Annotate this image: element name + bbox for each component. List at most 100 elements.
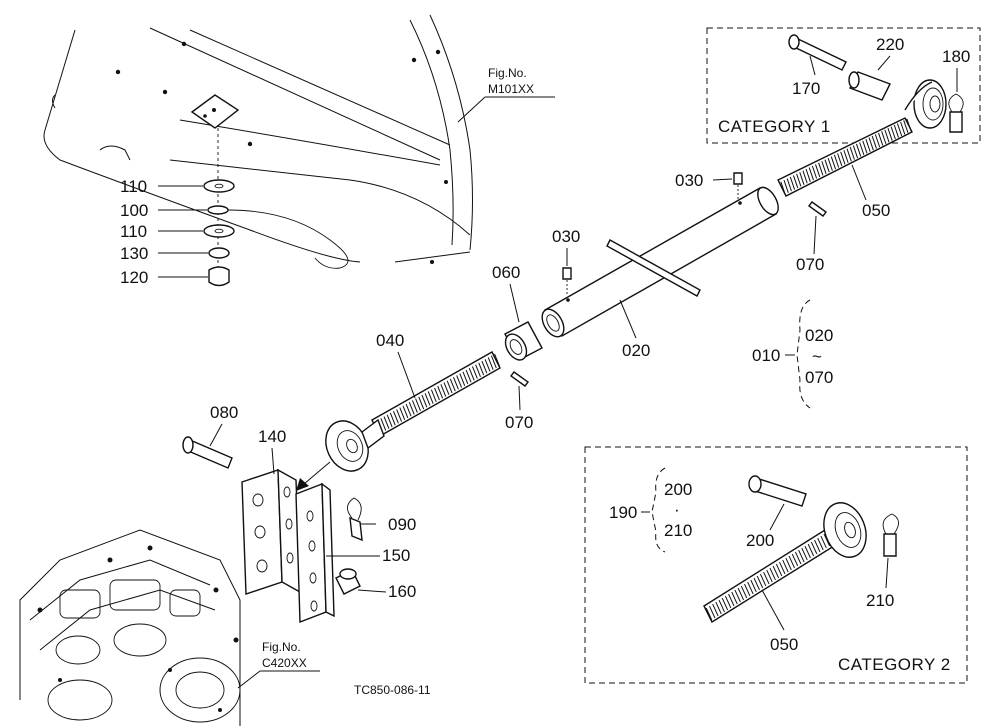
figref-top[interactable]: Fig.No. M101XX — [457, 66, 555, 123]
thread-mark — [487, 357, 494, 370]
category-2-parts — [703, 475, 899, 624]
range-010-sep: ~ — [812, 347, 822, 366]
thread-mark — [794, 551, 802, 565]
thread-mark — [791, 553, 799, 567]
thread-mark — [724, 595, 732, 609]
pin-080 — [182, 436, 233, 469]
thread-mark — [380, 418, 387, 431]
label-040: 040 — [376, 331, 404, 350]
thread-mark — [881, 131, 887, 145]
thread-mark — [884, 129, 890, 143]
thread-mark — [393, 410, 399, 424]
thread-mark — [874, 134, 881, 148]
label-080: 080 — [210, 403, 238, 422]
thread-mark — [737, 587, 745, 601]
thread-mark — [817, 537, 824, 551]
figref-bottom[interactable]: Fig.No. C420XX — [237, 640, 320, 689]
thread-mark — [490, 355, 497, 369]
thread-mark — [798, 549, 805, 563]
range-190-sep: · — [674, 500, 680, 519]
screw-030b — [562, 267, 572, 296]
thread-mark — [715, 601, 722, 615]
thread-mark — [871, 135, 877, 149]
figref-top-label: Fig.No. — [488, 66, 527, 80]
thread-mark — [389, 412, 396, 426]
thread-mark — [868, 137, 874, 151]
thread-mark — [887, 128, 893, 141]
thread-mark — [865, 139, 871, 152]
label-070a: 070 — [796, 255, 824, 274]
thread-mark — [780, 181, 786, 195]
label-190: 190 — [609, 503, 637, 522]
bracket-140 — [241, 468, 301, 595]
thread-mark — [799, 172, 805, 185]
thread-mark — [415, 398, 421, 412]
thread-mark — [766, 569, 773, 583]
bolt-160 — [335, 568, 361, 595]
thread-mark — [424, 393, 431, 406]
washer-labels: 110 100 110 130 120 — [120, 177, 208, 287]
thread-mark — [859, 142, 865, 156]
thread-mark — [821, 161, 827, 174]
thread-mark — [456, 375, 463, 388]
thread-mark — [396, 409, 403, 422]
label-150: 150 — [382, 546, 410, 565]
thread-mark — [855, 143, 862, 157]
label-070b: 070 — [505, 413, 533, 432]
thread-mark — [712, 603, 719, 617]
thread-mark — [408, 402, 415, 415]
fender-frame — [43, 14, 473, 285]
thread-mark — [430, 389, 437, 403]
range-010-from: 020 — [805, 326, 833, 345]
lynch-pin-090 — [347, 497, 376, 542]
range-190-to: 210 — [664, 521, 692, 540]
thread-mark — [731, 591, 738, 605]
thread-mark — [906, 118, 912, 132]
thread-mark — [386, 414, 393, 428]
thread-mark — [440, 384, 447, 397]
label-100: 100 — [120, 201, 148, 220]
transmission-housing — [19, 529, 241, 726]
label-050a: 050 — [862, 201, 890, 220]
thread-mark — [789, 176, 796, 190]
thread-mark — [807, 543, 815, 557]
thread-mark — [759, 573, 767, 587]
rod-050-top — [777, 117, 913, 197]
thread-mark — [465, 369, 472, 383]
bracket-150 — [295, 482, 335, 624]
thread-mark — [744, 583, 751, 597]
thread-mark — [792, 175, 799, 189]
figref-top-code: M101XX — [488, 82, 534, 96]
thread-mark — [721, 597, 729, 611]
category-1-labels: 170 220 180 CATEGORY 1 — [718, 35, 970, 136]
thread-mark — [775, 563, 783, 577]
label-140: 140 — [258, 427, 286, 446]
label-010: 010 — [752, 346, 780, 365]
thread-mark — [772, 565, 780, 579]
label-090: 090 — [388, 515, 416, 534]
thread-mark — [753, 577, 760, 591]
thread-mark — [383, 416, 390, 429]
thread-mark — [709, 605, 716, 619]
thread-mark — [862, 140, 868, 154]
thread-mark — [846, 148, 852, 162]
thread-mark — [804, 545, 811, 559]
thread-mark — [890, 126, 896, 140]
thread-mark — [402, 405, 409, 419]
category-2-labels: 200 210 050 CATEGORY 2 — [746, 503, 950, 674]
thread-mark — [796, 173, 802, 187]
thread-mark — [782, 559, 789, 573]
thread-mark — [833, 154, 840, 168]
thread-mark — [468, 368, 475, 381]
pin-070a — [808, 201, 827, 217]
thread-mark — [475, 364, 481, 378]
thread-mark — [815, 164, 821, 178]
thread-mark — [786, 178, 792, 192]
thread-mark — [471, 366, 478, 379]
range-190-from: 200 — [664, 480, 692, 499]
category-1-box — [706, 27, 981, 144]
thread-mark — [756, 575, 764, 589]
label-200b: 200 — [746, 531, 774, 550]
thread-mark — [481, 360, 488, 374]
